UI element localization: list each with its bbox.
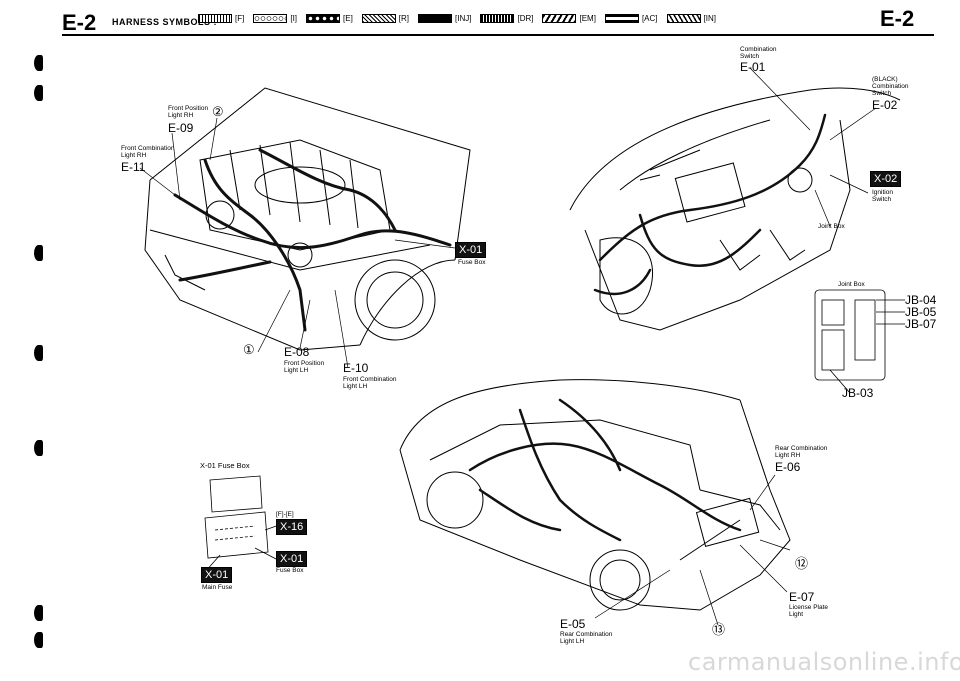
circle-12-marker: ⑫ xyxy=(795,556,809,571)
legend-label: [AC] xyxy=(641,14,658,23)
binding-mark xyxy=(34,632,43,648)
x16-badge: X-16 xyxy=(276,519,308,535)
circle-13-marker: ⑬ xyxy=(712,622,726,637)
legend-symbol-solid-dots xyxy=(306,14,341,23)
e07-connector-code: E-07 xyxy=(789,590,815,604)
black-combination-switch-label: (BLACK) Combination Switch xyxy=(872,76,909,97)
watermark: carmanualsonline.info xyxy=(688,648,960,676)
legend-label: [F] xyxy=(235,14,245,23)
x01-badge-engine: X-01 xyxy=(455,242,487,258)
front-position-light-rh-label: Front Position Light RH xyxy=(168,105,209,119)
page-code-left: E-2 xyxy=(62,10,97,35)
binding-mark xyxy=(34,85,43,101)
e05-connector-code: E-05 xyxy=(560,617,586,631)
legend-label: [INJ] xyxy=(455,14,472,23)
legend-label: [EM] xyxy=(579,14,596,23)
legend-symbol-open-circles xyxy=(253,14,288,23)
binding-mark xyxy=(34,55,43,71)
header-rule xyxy=(62,34,934,36)
license-plate-light-label: License Plate Light xyxy=(789,604,829,618)
e08-connector-code: E-08 xyxy=(284,345,310,359)
e10-connector-code: E-10 xyxy=(343,361,369,375)
joint-box-label-detail: Joint Box xyxy=(838,281,865,288)
legend-symbol-zigzag xyxy=(666,14,701,23)
binding-mark xyxy=(34,440,43,456)
binding-mark xyxy=(34,605,43,621)
jb07-code: JB-07 xyxy=(905,317,937,331)
e11-connector-code: E-11 xyxy=(121,160,146,174)
legend-symbol-slashes xyxy=(542,14,577,23)
fuse-box-label-engine: Fuse Box xyxy=(458,259,486,266)
legend-label: [DR] xyxy=(517,14,534,23)
front-combination-light-rh-label: Front Combination Light RH xyxy=(121,145,175,159)
front-position-light-lh-label: Front Position Light LH xyxy=(284,360,325,374)
legend-label: [IN] xyxy=(703,14,716,23)
harness-symbols-title: HARNESS SYMBOLS : xyxy=(112,17,218,27)
jb05-code: JB-05 xyxy=(905,305,937,319)
e09-connector-code: E-09 xyxy=(168,121,194,135)
f-e-label: [F]-[E] xyxy=(276,511,294,518)
legend-label: [E] xyxy=(343,14,353,23)
page-code-right: E-2 xyxy=(880,6,915,31)
legend-label: [R] xyxy=(398,14,410,23)
x02-badge: X-02 xyxy=(870,171,902,187)
legend-symbol-double-bar xyxy=(604,14,639,23)
x01-fuse-box-title: X-01 Fuse Box xyxy=(200,461,250,470)
jb04-code: JB-04 xyxy=(905,293,937,307)
combination-switch-label: Combination Switch xyxy=(740,46,777,60)
jb03-code: JB-03 xyxy=(842,386,874,400)
main-fuse-label: Main Fuse xyxy=(202,584,233,591)
ignition-switch-label: Ignition Switch xyxy=(872,189,893,203)
joint-box-label-dash: Joint Box xyxy=(818,223,845,230)
circle-2-marker: ② xyxy=(212,104,224,119)
e02-connector-code: E-02 xyxy=(872,98,898,112)
binding-mark xyxy=(34,245,43,261)
binding-mark xyxy=(34,345,43,361)
circle-1-marker: ① xyxy=(243,342,255,357)
legend-symbol-hatch-thin xyxy=(198,14,232,23)
e01-connector-code: E-01 xyxy=(740,60,766,74)
rear-combination-light-rh-label: Rear Combination Light RH xyxy=(775,445,828,459)
x01-badge-fuse-left: X-01 xyxy=(201,567,233,583)
x01-badge-fuse-right: X-01 xyxy=(276,551,308,567)
harness-legend: [F] [I] [E] [R] [INJ] [DR] [EM] [AC] [IN] xyxy=(198,14,722,23)
fuse-box-label-detail: Fuse Box xyxy=(276,567,304,574)
legend-symbol-solid-bar xyxy=(418,14,453,23)
front-combination-light-lh-label: Front Combination Light LH xyxy=(343,376,397,390)
e06-connector-code: E-06 xyxy=(775,460,801,474)
legend-symbol-hatch-diag xyxy=(361,14,396,23)
rear-combination-light-lh-label: Rear Combination Light LH xyxy=(560,631,613,645)
legend-symbol-vertical-lines xyxy=(480,14,515,23)
legend-label: [I] xyxy=(290,14,298,23)
